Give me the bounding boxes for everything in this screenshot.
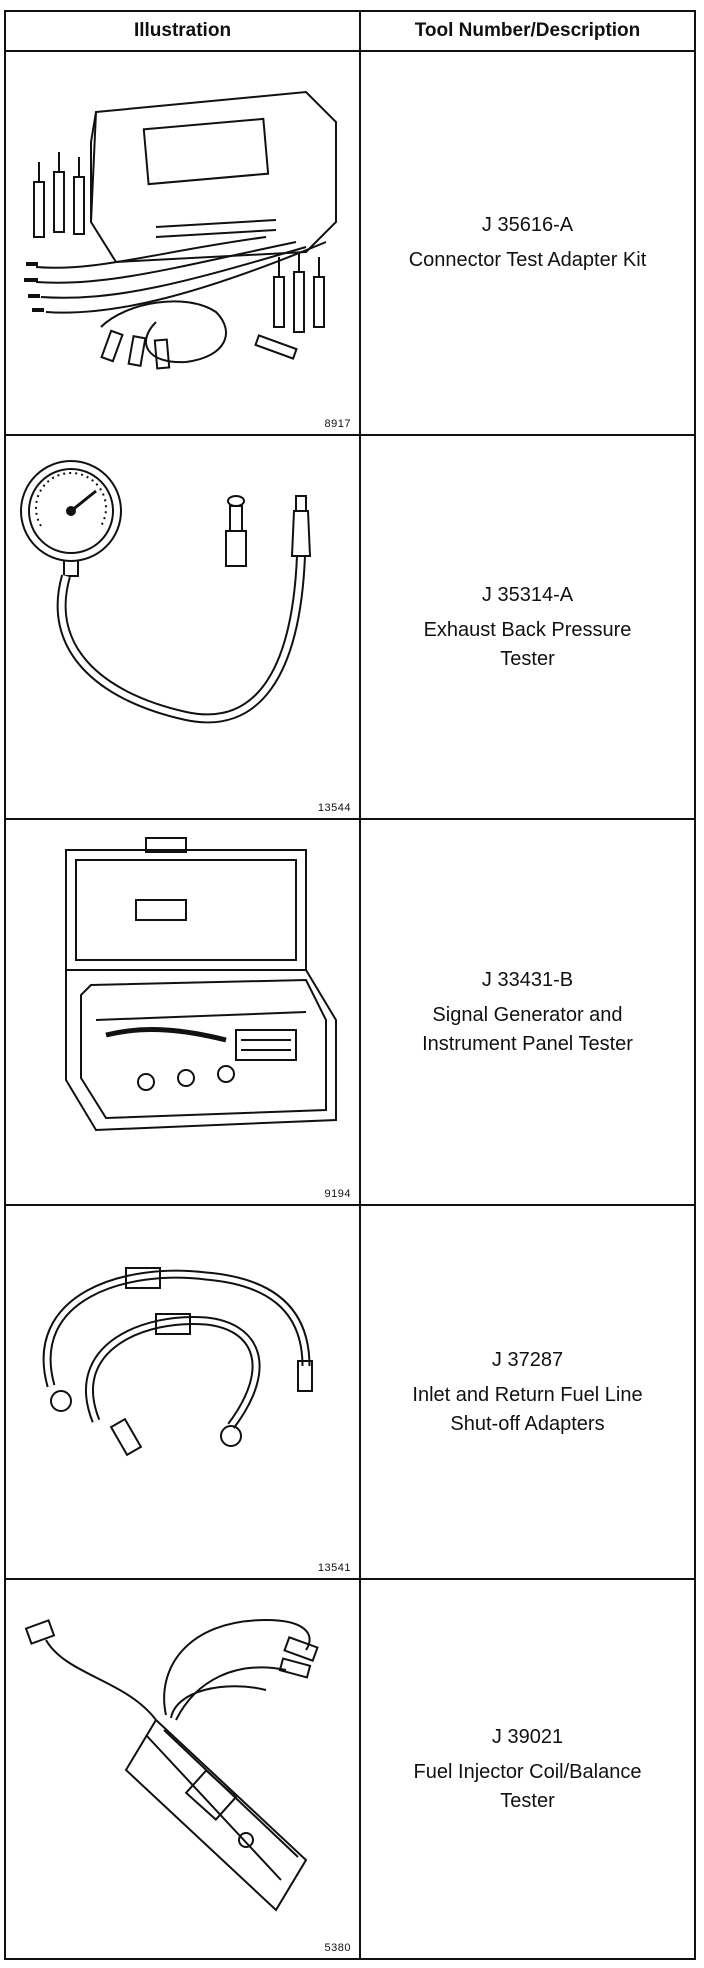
tool-number: J 37287 bbox=[491, 1348, 564, 1371]
figure-number: 13544 bbox=[317, 802, 351, 814]
figure-number: 13541 bbox=[317, 1562, 351, 1574]
header-illustration: Illustration bbox=[133, 20, 232, 41]
signal-generator-tester-illustration: 9194 bbox=[6, 820, 359, 1204]
tool-description-line: Inlet and Return Fuel Line bbox=[412, 1383, 643, 1406]
figure-number: 5380 bbox=[324, 1942, 351, 1954]
table-row: 5380 J 39021 Fuel Injector Coil/Balance … bbox=[6, 1580, 694, 1958]
tool-description-cell: J 37287 Inlet and Return Fuel Line Shut-… bbox=[361, 1206, 694, 1578]
figure-number: 9194 bbox=[324, 1188, 351, 1200]
tool-description-cell: J 33431-B Signal Generator and Instrumen… bbox=[361, 820, 694, 1204]
tool-description-line: Tester bbox=[500, 647, 555, 670]
connector-test-adapter-kit-illustration: 8917 bbox=[6, 52, 359, 434]
fuel-line-shutoff-adapters-illustration: 13541 bbox=[6, 1206, 359, 1578]
tool-description-cell: J 39021 Fuel Injector Coil/Balance Teste… bbox=[361, 1580, 694, 1958]
tool-description-line: Connector Test Adapter Kit bbox=[408, 249, 647, 271]
table-row: 9194 J 33431-B Signal Generator and Inst… bbox=[6, 820, 694, 1206]
column-divider bbox=[359, 12, 361, 1958]
tool-number: J 35314-A bbox=[481, 583, 574, 606]
fuel-injector-balance-tester-illustration: 5380 bbox=[6, 1580, 359, 1958]
tool-number: J 39021 bbox=[491, 1725, 564, 1748]
table-row: 8917 J 35616-A Connector Test Adapter Ki… bbox=[6, 52, 694, 436]
tool-description-line: Fuel Injector Coil/Balance bbox=[413, 1760, 642, 1783]
tool-description-line: Instrument Panel Tester bbox=[422, 1032, 633, 1055]
figure-number: 8917 bbox=[324, 418, 351, 430]
tool-description-line: Tester bbox=[500, 1789, 555, 1812]
header-tool-description: Tool Number/Description bbox=[414, 20, 641, 41]
tool-number: J 35616-A bbox=[481, 214, 574, 236]
table-row: 13544 J 35314-A Exhaust Back Pressure Te… bbox=[6, 436, 694, 820]
tool-description-cell: J 35314-A Exhaust Back Pressure Tester bbox=[361, 436, 694, 818]
tool-description-cell: J 35616-A Connector Test Adapter Kit bbox=[361, 52, 694, 434]
tool-description-line: Exhaust Back Pressure bbox=[423, 618, 632, 641]
table-row: 13541 J 37287 Inlet and Return Fuel Line… bbox=[6, 1206, 694, 1580]
tool-description-line: Shut-off Adapters bbox=[450, 1412, 605, 1435]
tool-description-line: Signal Generator and bbox=[432, 1003, 623, 1026]
table-header: Illustration Tool Number/Description bbox=[6, 12, 694, 52]
exhaust-back-pressure-tester-illustration: 13544 bbox=[6, 436, 359, 818]
tool-number: J 33431-B bbox=[481, 968, 574, 991]
tool-table: Illustration Tool Number/Description bbox=[4, 10, 696, 1960]
